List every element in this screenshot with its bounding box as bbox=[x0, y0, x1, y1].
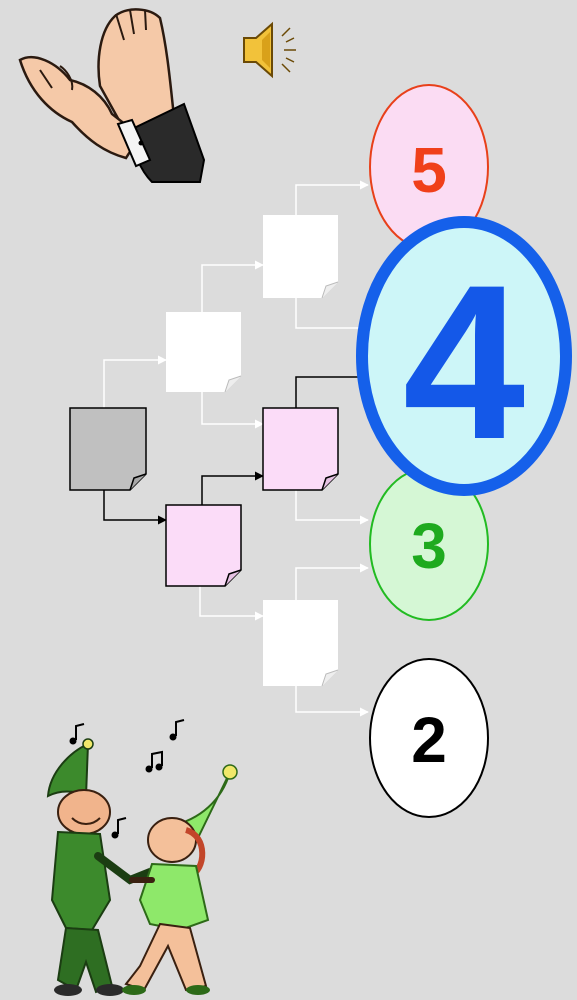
plain-box-level2-bottom bbox=[263, 600, 338, 686]
grade-3-label: 3 bbox=[411, 510, 447, 582]
plain-box-level1 bbox=[166, 312, 241, 392]
clapping-hands-icon bbox=[20, 9, 204, 182]
grade-4-oval-highlighted: 4 bbox=[362, 222, 566, 490]
start-box bbox=[70, 408, 146, 490]
path-box-level2 bbox=[263, 408, 338, 490]
plain-box-level2-top bbox=[263, 215, 338, 298]
grade-2-label: 2 bbox=[411, 704, 447, 776]
dancing-elves-icon bbox=[48, 720, 237, 996]
path-box-level1 bbox=[166, 505, 241, 586]
grade-5-label: 5 bbox=[411, 134, 447, 206]
speaker-icon[interactable] bbox=[244, 24, 296, 76]
grade-2-oval: 2 bbox=[370, 659, 488, 817]
grade-4-label: 4 bbox=[403, 239, 525, 485]
